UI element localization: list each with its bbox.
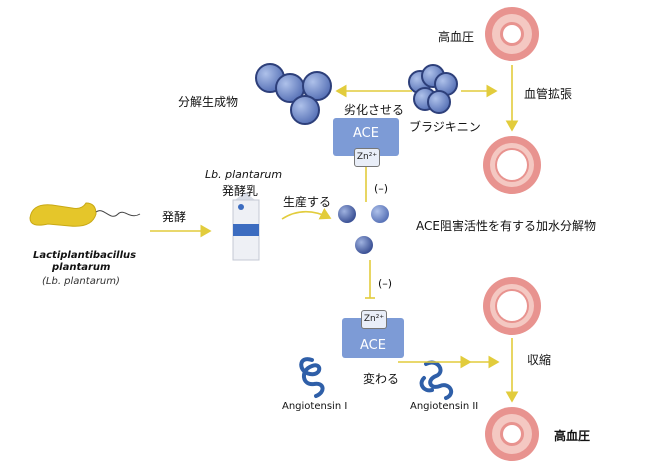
label-produce: 生産する xyxy=(283,195,332,209)
ace-bottom-label: ACE xyxy=(360,338,386,353)
label-hypertension-bottom: 高血圧 xyxy=(554,429,591,443)
blood-vessel-relaxed xyxy=(483,277,541,335)
label-ace-peptides: ACE阻害活性を有する加水分解物 xyxy=(416,219,596,233)
angiotensin-1-icon xyxy=(299,357,325,398)
milk-carton-icon xyxy=(232,192,260,261)
label-contraction: 収縮 xyxy=(527,353,552,367)
blood-vessel-bottom xyxy=(485,407,539,461)
label-bradykinin: ブラジキニン xyxy=(409,120,481,134)
label-lb-plantarum: Lb. plantarum xyxy=(205,168,283,181)
inhibition-lines xyxy=(361,163,375,299)
blood-vessel-top xyxy=(485,7,539,61)
bacterium-icon xyxy=(29,202,141,227)
label-angiotensin-1: Angiotensin I xyxy=(282,401,348,412)
label-bacterium-species: plantarum xyxy=(52,262,111,273)
label-inhibit-bottom: (–) xyxy=(378,277,393,290)
ace-top-label: ACE xyxy=(353,126,379,141)
label-vasodilation: 血管拡張 xyxy=(524,87,573,101)
blood-vessel-dilated xyxy=(483,136,541,194)
label-degradation-products: 分解生成物 xyxy=(178,95,239,109)
arrows xyxy=(150,65,519,403)
label-inactivate: 劣化させる xyxy=(344,103,405,117)
bradykinin-icon xyxy=(408,64,458,114)
angiotensin-2-icon xyxy=(419,360,454,400)
label-hypertension-top: 高血圧 xyxy=(438,30,475,44)
label-bacterium-name: Lactiplantibacillus xyxy=(33,250,137,261)
ace-enzyme-top: ACE Zn²⁺ xyxy=(333,118,399,167)
label-angiotensin-2: Angiotensin II xyxy=(410,401,479,412)
ace-top-zinc: Zn²⁺ xyxy=(354,148,380,167)
ace-enzyme-bottom: Zn²⁺ ACE xyxy=(342,310,404,358)
label-inhibit-top: (–) xyxy=(374,182,389,195)
peptide-spheres-icon xyxy=(338,205,389,254)
label-bacterium-abbrev: (Lb. plantarum) xyxy=(42,276,120,287)
label-converts: 変わる xyxy=(363,372,400,386)
degradation-products-icon xyxy=(255,63,332,125)
ace-bottom-zinc: Zn²⁺ xyxy=(361,310,387,329)
label-fermented-milk: 発酵乳 xyxy=(222,184,259,198)
label-fermentation: 発酵 xyxy=(162,210,187,224)
